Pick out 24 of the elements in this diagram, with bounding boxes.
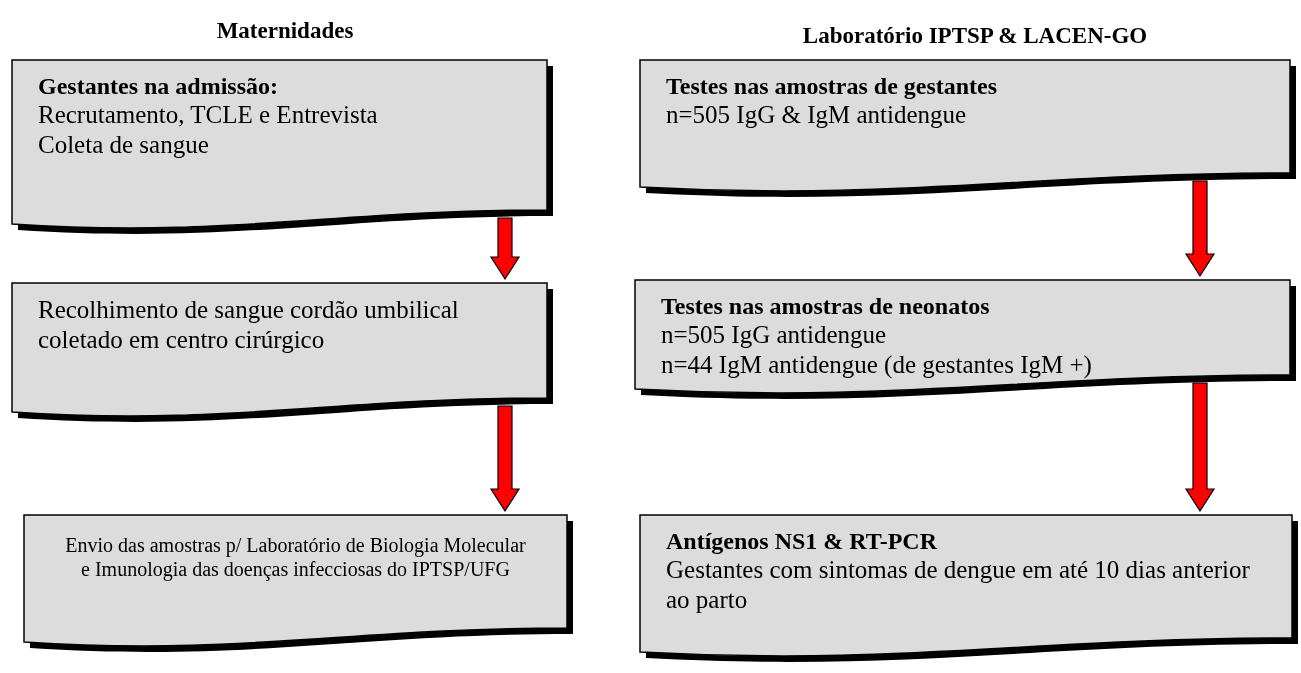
box-text: Envio das amostras p/ Laboratório de Biologia Molecular e Imunologia das doenças infecciosas do IPTSP/UFG [64, 533, 527, 581]
block-arrow [489, 217, 521, 281]
box-text: Recolhimento de sangue cordão umbilical coletado em centro cirúrgico [38, 295, 460, 354]
block-arrow [489, 405, 521, 513]
document-shape [23, 514, 573, 652]
box-heading: Antígenos NS1 & RT-PCR [666, 527, 939, 556]
column-heading: Laboratório IPTSP & LACEN-GO [802, 23, 1148, 49]
box-text: Recrutamento, TCLE e Entrevista [38, 100, 379, 130]
box-text: n=44 IgM antidengue (de gestantes IgM +) [661, 349, 1093, 380]
document-shape [639, 514, 1298, 662]
document-shape [11, 282, 553, 422]
document-shape [634, 279, 1296, 399]
document-shape [639, 59, 1296, 197]
box-text: n=505 IgG & IgM antidengue [666, 100, 968, 130]
box-text: n=505 IgG antidengue [661, 320, 888, 350]
column-heading: Maternidades [216, 18, 354, 44]
box-heading: Testes nas amostras de gestantes [666, 72, 999, 101]
box-text: Coleta de sangue [38, 129, 210, 160]
block-arrow [1184, 180, 1216, 278]
document-shape [11, 59, 553, 234]
block-arrow [1184, 382, 1216, 513]
box-heading: Gestantes na admissão: [38, 72, 279, 101]
box-text: Gestantes com sintomas de dengue em até 10 dias anterior ao parto [666, 555, 1251, 615]
box-heading: Testes nas amostras de neonatos [661, 292, 991, 321]
